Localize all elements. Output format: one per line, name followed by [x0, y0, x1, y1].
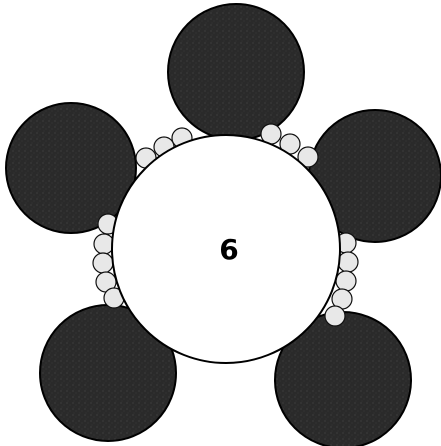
bead: [336, 271, 356, 291]
bead: [93, 253, 113, 273]
bead: [338, 252, 358, 272]
outer-disk-left: [6, 103, 136, 233]
bead: [94, 234, 114, 254]
bead: [325, 306, 345, 326]
outer-disk-top: [168, 4, 304, 140]
center-label: 6: [219, 233, 238, 266]
